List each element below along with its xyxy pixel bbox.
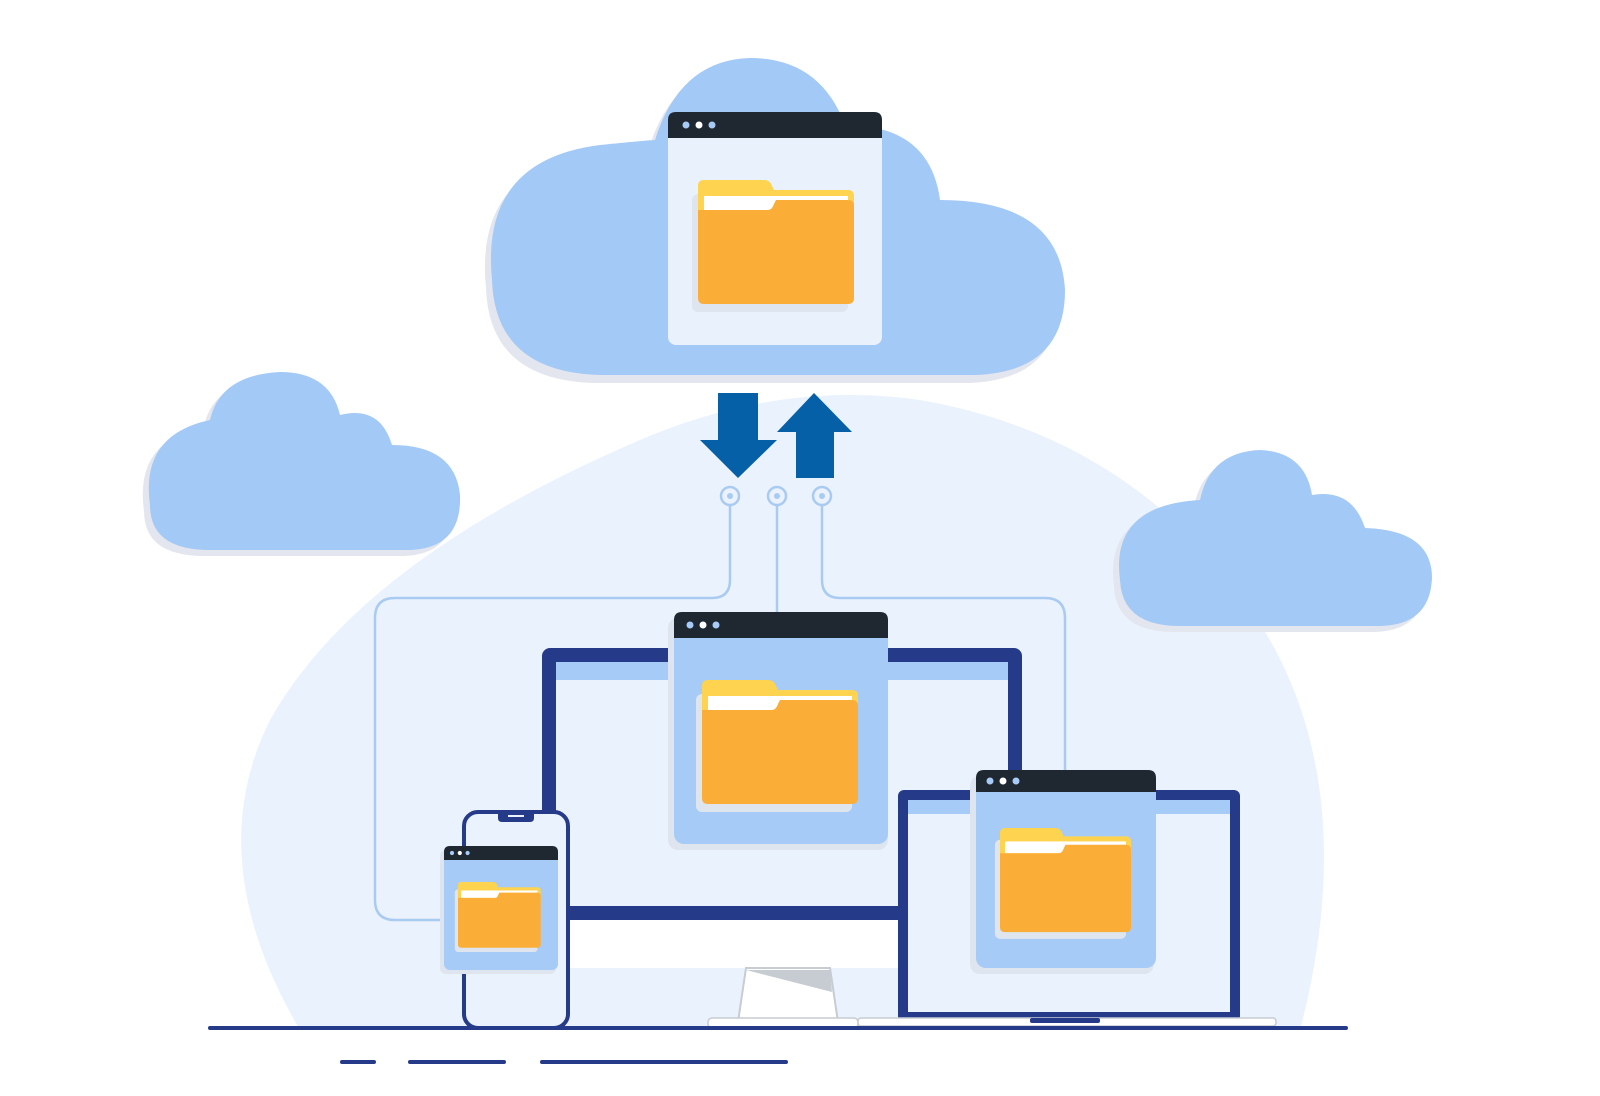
upload-arrow-icon [777, 393, 852, 478]
dash-line [408, 1060, 506, 1064]
folder-icon [994, 828, 1132, 939]
download-arrow-icon [700, 393, 777, 478]
dash-line [540, 1060, 788, 1064]
laptop-window [970, 770, 1156, 974]
ground-line [208, 1026, 1348, 1030]
phone-window [440, 846, 558, 974]
cloud-icon-right [1113, 450, 1432, 632]
cloud-window [668, 112, 882, 345]
connector-lines [373, 485, 1067, 922]
folder-icon [696, 680, 858, 812]
folder-icon [454, 882, 541, 952]
desktop-window [668, 612, 888, 850]
folder-icon [692, 180, 854, 312]
dash-line [340, 1060, 376, 1064]
cloud-icon-left [142, 372, 461, 556]
